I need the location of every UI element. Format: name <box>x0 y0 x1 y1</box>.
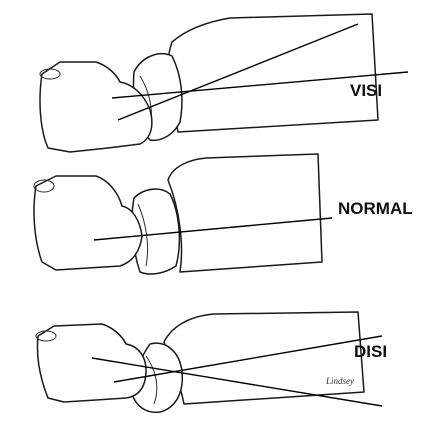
normal-radius-bone <box>168 154 322 272</box>
disi-capitate-bone <box>37 324 146 402</box>
disi-diagram: Lindsey DISI <box>36 312 387 412</box>
normal-capitate-bone <box>34 176 142 270</box>
normal-diagram: NORMAL <box>34 154 413 274</box>
disi-radius-bone <box>164 312 364 404</box>
disi-label: DISI <box>354 342 387 361</box>
normal-label: NORMAL <box>338 199 413 218</box>
visi-label: VISI <box>350 81 382 100</box>
visi-radius-bone <box>168 14 378 132</box>
disi-signature: Lindsey <box>325 376 354 386</box>
visi-diagram: VISI <box>40 14 408 152</box>
